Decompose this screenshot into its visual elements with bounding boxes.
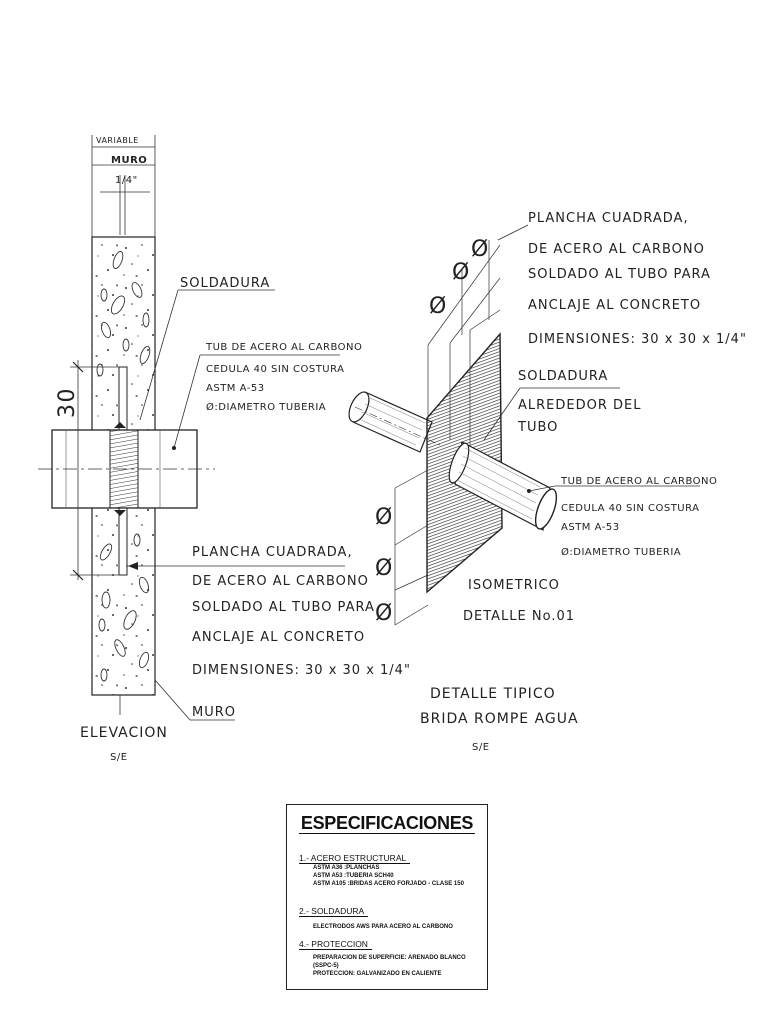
iso-title-1: ISOMETRICO — [468, 578, 560, 593]
spec-section-1: 1.- ACERO ESTRUCTURAL ASTM A36 :PLANCHAS… — [299, 853, 464, 888]
iso-plancha-line-2: DE ACERO AL CARBONO — [528, 242, 705, 257]
iso-soldadura-line-1: SOLDADURA — [518, 369, 608, 384]
spec-section-1-line-3: ASTM A105 :BRIDAS ACERO FORJADO - CLASE … — [313, 881, 464, 887]
elev-plancha-line-2: DE ACERO AL CARBONO — [192, 574, 369, 589]
elev-plancha-line-4: ANCLAJE AL CONCRETO — [192, 630, 365, 645]
dim-30-label: 30 — [55, 387, 80, 418]
variable-label: VARIABLE — [96, 136, 139, 145]
main-title-scale: S/E — [472, 742, 490, 753]
iso-plancha-line-1: PLANCHA CUADRADA, — [528, 211, 689, 226]
iso-diam-top-3: Ø — [429, 294, 448, 319]
elevation-tub-text: TUB DE ACERO AL CARBONO CEDULA 40 SIN CO… — [205, 342, 362, 413]
iso-tub-line-1: TUB DE ACERO AL CARBONO — [560, 476, 717, 487]
main-title: DETALLE TIPICO BRIDA ROMPE AGUA S/E — [420, 686, 579, 753]
iso-plancha-text: PLANCHA CUADRADA, DE ACERO AL CARBONO SO… — [528, 211, 747, 347]
iso-diam-top-2: Ø — [452, 260, 471, 285]
elev-tub-line-3: ASTM A-53 — [206, 383, 265, 394]
iso-plancha-line-4: ANCLAJE AL CONCRETO — [528, 298, 701, 313]
spec-section-1-heading: 1.- ACERO ESTRUCTURAL — [299, 853, 411, 864]
elev-tub-line-1: TUB DE ACERO AL CARBONO — [205, 342, 362, 353]
iso-soldadura-text: SOLDADURA ALREDEDOR DEL TUBO — [517, 369, 641, 435]
iso-tub-line-3: ASTM A-53 — [561, 522, 620, 533]
iso-tub-text: TUB DE ACERO AL CARBONO CEDULA 40 SIN CO… — [560, 476, 717, 558]
iso-plancha-line-5: DIMENSIONES: 30 x 30 x 1/4" — [528, 332, 747, 347]
muro-top-label: MURO — [111, 155, 147, 166]
iso-tub-line-4: Ø:DIAMETRO TUBERIA — [561, 546, 681, 558]
specifications-box: ESPECIFICACIONES 1.- ACERO ESTRUCTURAL A… — [286, 804, 488, 990]
iso-title-2: DETALLE No.01 — [463, 609, 575, 624]
spec-section-1-line-2: ASTM A53 :TUBERIA SCH40 — [313, 873, 394, 879]
main-title-line-1: DETALLE TIPICO — [430, 686, 556, 702]
iso-diam-top-1: Ø — [471, 237, 490, 262]
elev-plancha-line-3: SOLDADO AL TUBO PARA — [192, 600, 375, 615]
elev-plancha-line-1: PLANCHA CUADRADA, — [192, 545, 353, 560]
elev-tub-line-4: Ø:DIAMETRO TUBERIA — [206, 401, 326, 413]
elevation-scale: S/E — [110, 752, 128, 763]
elevation-title: ELEVACION — [80, 725, 168, 741]
spec-section-1-line-1: ASTM A36 :PLANCHAS — [313, 865, 380, 871]
muro-label: MURO — [192, 705, 236, 720]
iso-diam-bottom-3: Ø — [375, 601, 394, 626]
elevation-view: VARIABLE MURO 1/4" — [38, 135, 411, 763]
spec-section-2-line-1: ELECTRODOS AWS PARA ACERO AL CARBONO — [313, 924, 453, 930]
spec-section-3: 4.- PROTECCION PREPARACION DE SUPERFICIE… — [299, 939, 487, 978]
isometric-view: Ø Ø Ø Ø Ø Ø PLANCHA CUADRADA, DE ACERO A… — [348, 211, 747, 626]
iso-diam-bottom-1: Ø — [375, 505, 394, 530]
spec-section-2: 2.- SOLDADURA ELECTRODOS AWS PARA ACERO … — [299, 906, 453, 931]
spec-section-3-heading: 4.- PROTECCION — [299, 939, 372, 950]
spec-section-3-line-2: PROTECCION: GALVANIZADO EN CALIENTE — [313, 971, 442, 977]
spec-section-2-heading: 2.- SOLDADURA — [299, 906, 369, 917]
iso-plancha-line-3: SOLDADO AL TUBO PARA — [528, 267, 711, 282]
iso-soldadura-line-3: TUBO — [517, 420, 558, 435]
iso-soldadura-line-2: ALREDEDOR DEL — [518, 398, 641, 413]
elev-plancha-line-5: DIMENSIONES: 30 x 30 x 1/4" — [192, 663, 411, 678]
specifications-title: ESPECIFICACIONES — [298, 813, 476, 834]
elevation-plancha-text: PLANCHA CUADRADA, DE ACERO AL CARBONO SO… — [192, 545, 411, 678]
iso-tub-line-2: CEDULA 40 SIN COSTURA — [561, 503, 700, 514]
elev-tub-line-2: CEDULA 40 SIN COSTURA — [206, 364, 345, 375]
soldadura-label: SOLDADURA — [180, 276, 270, 291]
iso-diam-bottom-2: Ø — [375, 556, 394, 581]
main-title-line-2: BRIDA ROMPE AGUA — [420, 711, 579, 727]
quarter-inch-label: 1/4" — [115, 175, 138, 186]
spec-section-3-line-1: PREPARACION DE SUPERFICIE: ARENADO BLANC… — [313, 955, 466, 969]
